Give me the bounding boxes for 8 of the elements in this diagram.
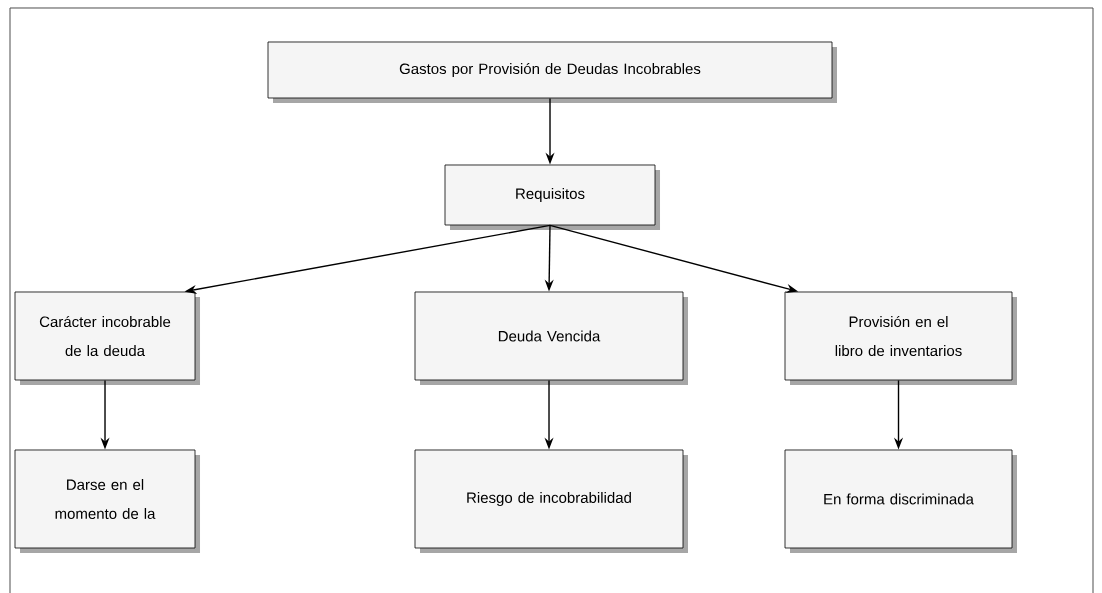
text-box: Deuda Vencida — [414, 291, 688, 385]
text-box: Gastos por Provisión de Deudas Incobrables — [267, 41, 837, 103]
text-box: Darse en el momento de la — [14, 449, 200, 553]
text-box: Requisitos — [444, 164, 660, 230]
text-box: Provisión en el libro de inventarios — [784, 291, 1017, 385]
text-box: Carácter incobrable de la deuda — [14, 291, 200, 385]
text-box: En forma discriminada — [784, 449, 1017, 553]
text-box: Riesgo de incobrabilidad — [414, 449, 688, 553]
